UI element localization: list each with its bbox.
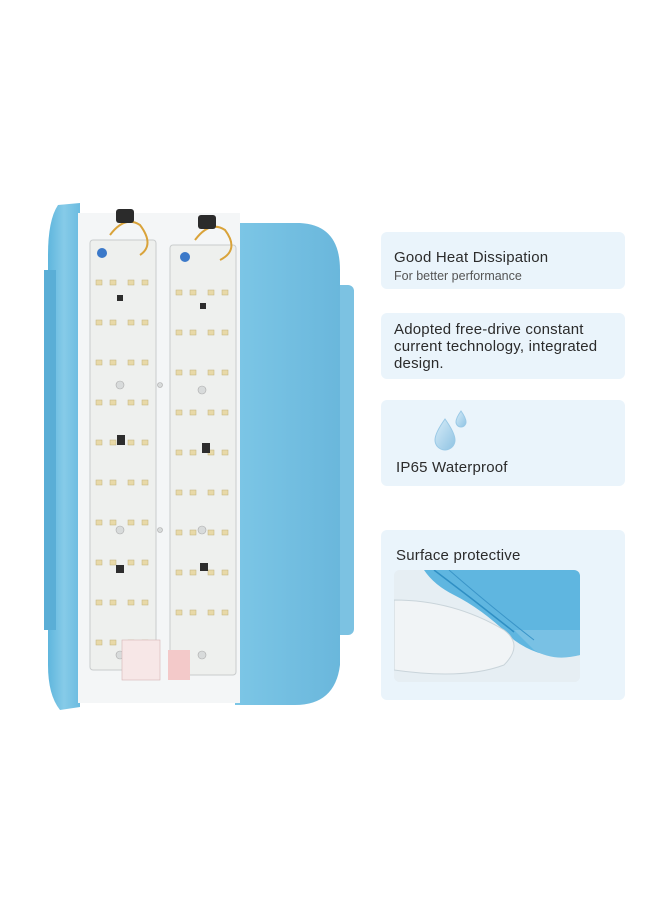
feature-card-heat-dissipation: Good Heat Dissipation For better perform… [381,232,625,289]
feature-text-line: Adopted free-drive constant [394,321,584,338]
protective-film-illustration [394,570,580,682]
feature-card-free-drive: Adopted free-drive constant current tech… [381,313,625,379]
feature-card-waterproof: IP65 Waterproof [381,400,625,486]
feature-card-surface-protective: Surface protective [381,530,625,700]
feature-text-line: current technology, integrated [394,338,598,355]
feature-title: IP65 Waterproof [396,459,508,476]
feature-title: Good Heat Dissipation [394,249,549,266]
feature-text-line: design. [394,355,444,372]
feature-title: Surface protective [396,547,521,564]
product-image [30,195,360,715]
water-drop-icon [434,410,467,451]
feature-subtitle: For better performance [394,269,522,283]
flood-light-illustration [44,203,354,710]
surface-film-photo [394,570,580,682]
